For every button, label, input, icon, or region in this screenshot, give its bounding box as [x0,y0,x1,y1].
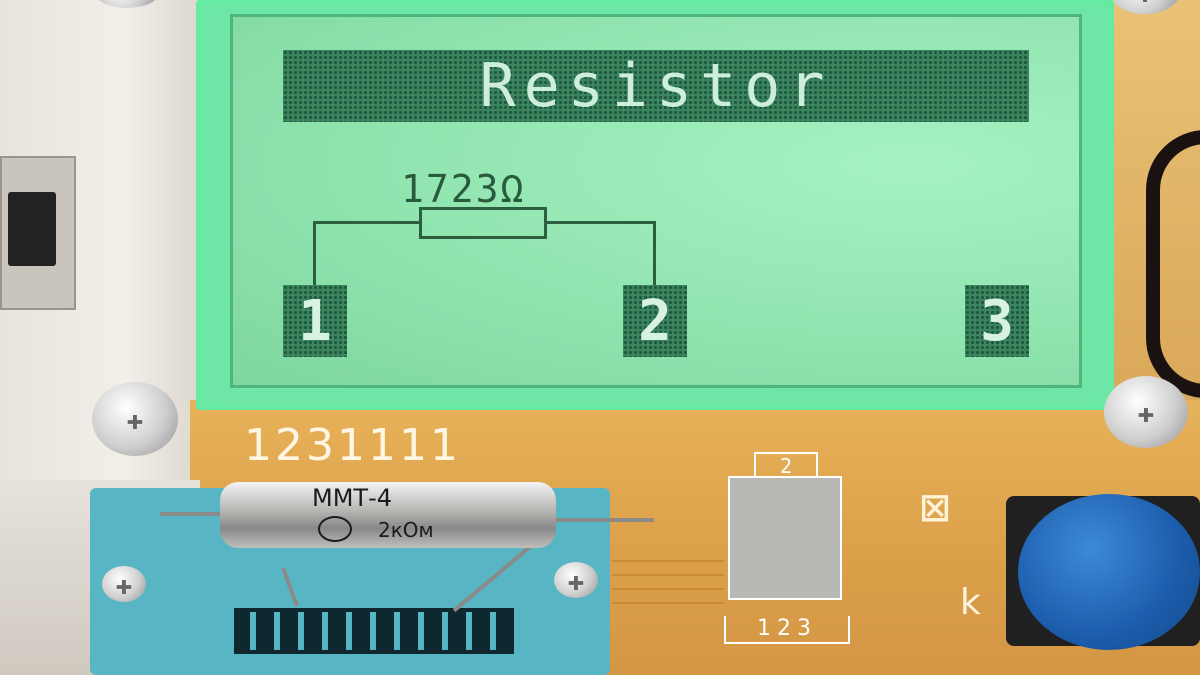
test-button[interactable] [1018,494,1200,650]
title-bar: Resistor [283,50,1029,122]
board-serial-number: 1231111 [244,420,461,471]
resistor-marking-type: ММТ-4 [312,484,393,512]
pcb-trace [612,588,724,590]
screw-icon: ✚ [92,382,178,456]
transistor-footprint: 2 123 [724,452,850,644]
power-switch[interactable] [0,156,76,310]
component-type-title: Resistor [479,51,833,121]
screw-icon [96,0,158,8]
pin-number: 3 [980,288,1014,354]
resistor-lead-right [554,518,654,522]
resistor-under-test[interactable] [220,482,556,548]
button-label: k [960,582,981,623]
pcb-trace [612,574,724,576]
screw-icon: ✚ [102,566,146,602]
pin-indicator-1: 1 [283,285,347,357]
socket-contacts [234,608,514,654]
schematic-wire-right-vertical [653,221,656,287]
switch-knob[interactable] [8,192,56,266]
crossed-bin-icon: ⊠ [920,478,951,536]
pin-number: 2 [638,288,672,354]
footprint-pads [728,476,842,600]
schematic-wire-left-vertical [313,221,316,287]
resistor-lead-left [160,512,224,516]
screw-icon: ✚ [554,562,598,598]
screw-icon: ✚ [1110,0,1180,14]
test-cable [1146,130,1200,398]
lcd-screen: Resistor 1723Ω 1 2 3 [230,14,1082,388]
pin-indicator-3: 3 [965,285,1029,357]
resistance-value: 1723Ω [401,167,526,211]
pcb-trace [612,602,724,604]
manufacturer-logo-icon [318,516,352,542]
screw-icon: ✚ [1104,376,1188,448]
resistor-marking-value: 2кОм [378,518,434,542]
footprint-pin-numbers: 123 [724,616,850,644]
pcb-trace [612,560,724,562]
pin-number: 1 [298,288,332,354]
resistor-symbol [419,207,547,239]
pin-indicator-2: 2 [623,285,687,357]
schematic-wire-left-horizontal [313,221,421,224]
schematic-wire-right-horizontal [545,221,655,224]
